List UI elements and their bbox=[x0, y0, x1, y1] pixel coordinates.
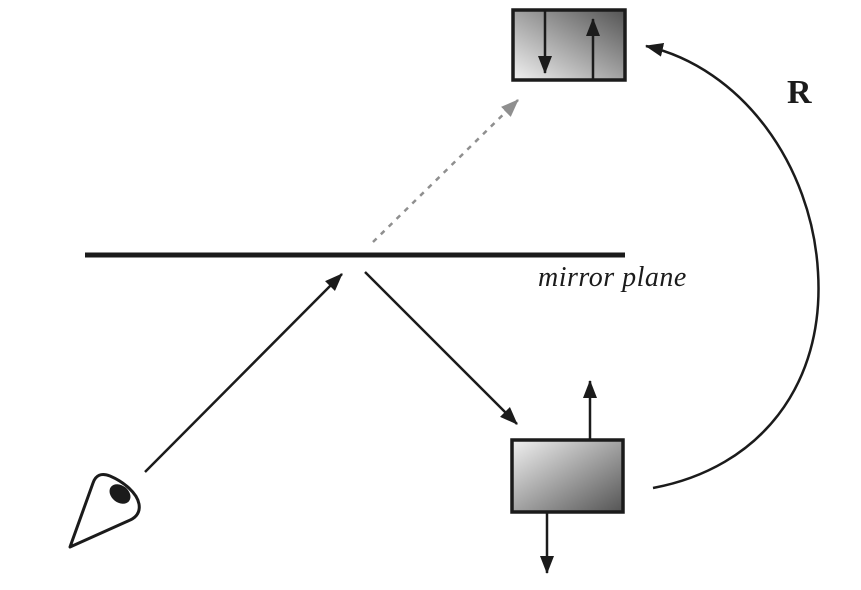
reflected-ray-arrow bbox=[364, 271, 518, 425]
virtual-ray-arrow bbox=[372, 99, 519, 243]
eye-icon bbox=[68, 473, 141, 549]
eye-outline bbox=[68, 473, 141, 549]
mirror-image-box bbox=[511, 8, 627, 82]
incident-ray-arrow bbox=[144, 273, 343, 473]
object-box bbox=[510, 438, 625, 514]
rotation-arrow bbox=[645, 42, 820, 490]
rotation-operator-label: R bbox=[787, 74, 812, 111]
eye-pupil bbox=[109, 484, 131, 504]
mirror-plane-label: mirror plane bbox=[538, 262, 687, 293]
